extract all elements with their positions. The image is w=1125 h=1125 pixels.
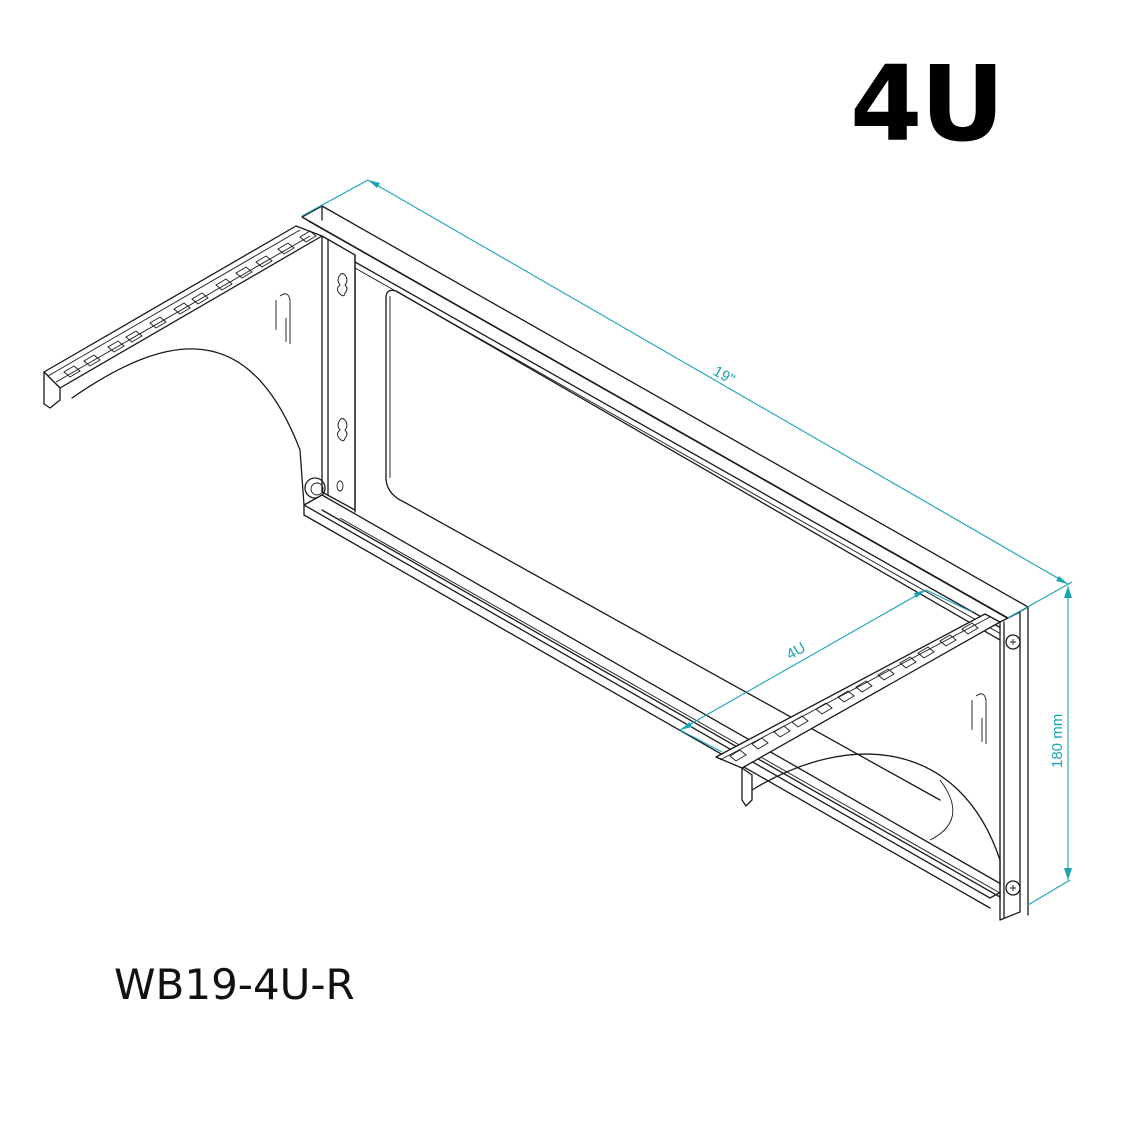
dimension-height: 180 mm: [1027, 586, 1072, 906]
left-upright: [304, 235, 356, 513]
keyhole-slot-icon: [337, 418, 348, 442]
rack-size-badge: 4U: [850, 43, 1005, 165]
frame-opening: [354, 261, 1009, 801]
hex-nut-icon: [304, 477, 326, 499]
height-dimension-label: 180 mm: [1049, 714, 1066, 768]
width-dimension-label: 19": [710, 363, 738, 389]
right-bracket: [715, 611, 1021, 921]
keyhole-slot-icon: [337, 273, 348, 297]
screw-icon: [1005, 880, 1021, 896]
bottom-rail: [303, 494, 1009, 909]
product-model-label: WB19-4U-R: [114, 960, 355, 1009]
brand-logo-icon: [275, 293, 291, 344]
brand-logo-icon: [971, 693, 987, 744]
left-bracket-arm: [43, 225, 323, 506]
screw-icon: [1005, 634, 1021, 650]
rack-units-dimension-label: 4U: [784, 639, 809, 663]
